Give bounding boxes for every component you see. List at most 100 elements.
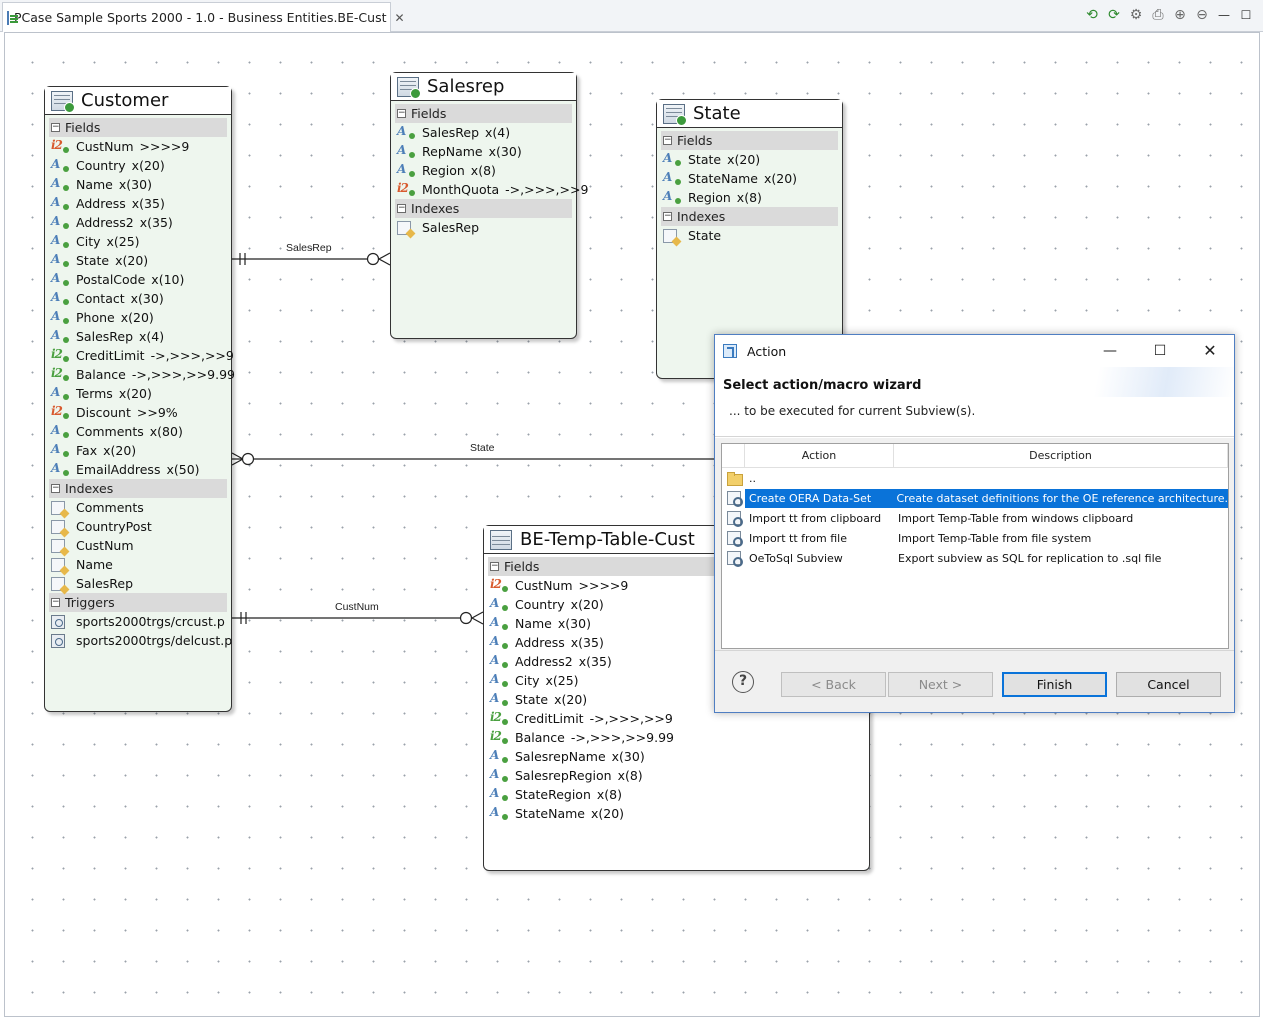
section-triggers[interactable]: −Triggers [49, 593, 227, 612]
trigger-row[interactable]: sports2000trgs/crcust.p [45, 612, 231, 631]
zoom-out-icon[interactable]: ⊖ [1196, 7, 1208, 23]
close-button[interactable]: ✕ [1203, 341, 1217, 360]
tab-close-icon[interactable]: ✕ [394, 10, 405, 25]
column-header-description[interactable]: Description [894, 444, 1228, 467]
section-indexes[interactable]: −Indexes [661, 207, 838, 226]
index-row[interactable]: Comments [45, 498, 231, 517]
finish-button[interactable]: Finish [1002, 672, 1107, 697]
collapse-icon[interactable]: − [663, 135, 672, 145]
zoom-in-icon[interactable]: ⊕ [1174, 7, 1186, 23]
minimize-view-button[interactable]: — [1218, 8, 1230, 22]
maximize-view-button[interactable]: ☐ [1240, 8, 1252, 22]
help-icon[interactable]: ? [732, 671, 754, 693]
section-indexes[interactable]: −Indexes [395, 199, 572, 218]
refresh-icon[interactable]: ⟲ [1086, 7, 1098, 23]
collapse-icon[interactable]: − [51, 597, 60, 607]
sync-icon[interactable]: ⟳ [1108, 7, 1120, 23]
next-button[interactable]: Next > [888, 672, 993, 697]
collapse-icon[interactable]: − [51, 483, 60, 493]
trigger-row[interactable]: sports2000trgs/delcust.p [45, 631, 232, 650]
index-row[interactable]: Name [45, 555, 231, 574]
action-table[interactable]: Action Description ..Create OERA Data-Se… [721, 443, 1229, 649]
column-header-action[interactable]: Action [745, 444, 894, 467]
cancel-button[interactable]: Cancel [1116, 672, 1221, 697]
collapse-icon[interactable]: − [397, 203, 406, 213]
editor-tab[interactable]: PCase Sample Sports 2000 - 1.0 - Busines… [2, 2, 405, 32]
minimize-button[interactable]: — [1103, 343, 1117, 359]
relation-custnum[interactable] [232, 611, 484, 625]
column-header-icon[interactable] [722, 444, 745, 467]
index-row[interactable]: SalesRep [45, 574, 231, 593]
dialog-titlebar[interactable]: Action [715, 335, 1234, 367]
action-row[interactable]: .. [722, 468, 1228, 488]
relation-state[interactable] [231, 452, 715, 466]
entity-state-header[interactable]: State [657, 100, 842, 128]
maximize-button[interactable]: ☐ [1153, 343, 1167, 359]
section-fields[interactable]: −Fields [661, 131, 838, 150]
index-row[interactable]: CustNum [45, 536, 231, 555]
print-icon[interactable]: ⎙ [1152, 7, 1164, 23]
collapse-icon[interactable]: − [397, 108, 406, 118]
entity-salesrep-header[interactable]: Salesrep [391, 73, 576, 101]
index-row[interactable]: SalesRep [391, 218, 576, 237]
index-row[interactable]: CountryPost [45, 517, 231, 536]
back-button[interactable]: < Back [781, 672, 886, 697]
relation-salesrep[interactable] [232, 252, 391, 266]
section-fields[interactable]: −Fields [49, 118, 227, 137]
action-dialog[interactable]: Action — ☐ ✕ Select action/macro wizard … [714, 334, 1235, 713]
index-row[interactable]: State [657, 226, 842, 245]
section-fields[interactable]: −Fields [395, 104, 572, 123]
section-indexes[interactable]: −Indexes [49, 479, 227, 498]
collapse-icon[interactable]: − [663, 211, 672, 221]
collapse-icon[interactable]: − [490, 561, 499, 571]
settings-icon[interactable]: ⚙ [1129, 7, 1143, 23]
entity-customer-header[interactable]: Customer [45, 87, 231, 115]
collapse-icon[interactable]: − [51, 122, 60, 132]
